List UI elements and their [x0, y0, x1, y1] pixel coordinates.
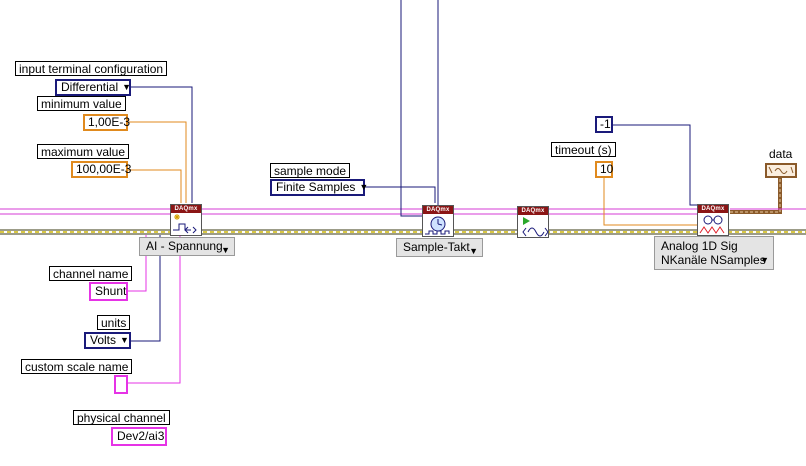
task-wire: [0, 208, 700, 215]
waveform-icon: [768, 166, 794, 174]
dropdown-arrow-icon: ▼: [760, 255, 769, 265]
daqmx-read-vi[interactable]: DAQmx: [697, 204, 729, 236]
read-selector[interactable]: Analog 1D Sig NKanäle NSamples ▼: [654, 236, 774, 270]
timeout-constant[interactable]: 10: [595, 161, 613, 178]
daqmx-header: DAQmx: [518, 207, 548, 215]
sample-mode-constant[interactable]: Finite Samples▼: [270, 179, 369, 196]
terminal-config-label: input terminal configuration: [15, 61, 168, 76]
dropdown-arrow-icon: ▼: [359, 182, 369, 192]
custom-scale-wire: [128, 235, 181, 384]
error-wire: [0, 229, 806, 235]
timing-selector-value: Sample-Takt: [403, 240, 470, 254]
minimum-value-constant[interactable]: 1,00E-3: [83, 114, 130, 131]
dropdown-arrow-icon: ▼: [122, 82, 132, 92]
data-indicator[interactable]: [765, 163, 797, 178]
read-glasses-icon: [699, 215, 725, 234]
data-label: data: [769, 147, 793, 161]
daqmx-timing-vi[interactable]: DAQmx: [422, 205, 454, 237]
timing-selector[interactable]: Sample-Takt▼: [396, 238, 483, 257]
maximum-value-label: maximum value: [37, 144, 130, 159]
create-channel-selector[interactable]: AI - Spannung▼: [139, 237, 235, 256]
terminal-config-value: Differential: [61, 80, 119, 94]
timeout-wire: [603, 178, 697, 226]
channel-name-constant[interactable]: Shunt: [89, 282, 128, 301]
daqmx-create-channel-vi[interactable]: DAQmx: [170, 204, 202, 236]
terminal-config-wire: [131, 86, 193, 203]
daqmx-start-task-vi[interactable]: DAQmx: [517, 206, 549, 238]
custom-scale-name-label: custom scale name: [21, 359, 133, 374]
daqmx-header: DAQmx: [171, 205, 201, 213]
read-selector-line1: Analog 1D Sig: [661, 239, 738, 253]
samples-per-channel-wire: [613, 124, 697, 206]
create-channel-icon: [173, 214, 197, 234]
dropdown-arrow-icon: ▼: [469, 246, 478, 256]
channel-name-label: channel name: [49, 266, 133, 281]
samples-per-channel-constant[interactable]: -1: [595, 116, 613, 133]
min-value-wire: [128, 121, 187, 203]
dropdown-arrow-icon: ▼: [221, 245, 230, 255]
sample-mode-wire: [364, 186, 436, 203]
terminal-config-constant[interactable]: Differential▼: [55, 79, 131, 96]
physical-channel-label: physical channel: [73, 410, 170, 425]
physical-channel-constant[interactable]: Dev2/ai3: [111, 427, 167, 446]
units-wire: [131, 235, 161, 342]
daqmx-header: DAQmx: [423, 206, 453, 214]
start-task-icon: [522, 217, 548, 237]
data-wire: [730, 176, 806, 214]
units-constant[interactable]: Volts▼: [84, 332, 131, 349]
dropdown-arrow-icon: ▼: [120, 335, 129, 345]
minimum-value-label: minimum value: [37, 96, 126, 111]
daqmx-header: DAQmx: [698, 205, 728, 213]
sample-mode-label: sample mode: [270, 163, 351, 178]
read-selector-line2: NKanäle NSamples: [661, 253, 766, 267]
units-label: units: [97, 315, 131, 330]
rate-wire: [400, 0, 422, 217]
sample-mode-value: Finite Samples: [276, 180, 356, 194]
units-value: Volts: [90, 333, 117, 347]
maximum-value-constant[interactable]: 100,00E-3: [71, 161, 131, 178]
create-channel-selector-value: AI - Spannung: [146, 239, 223, 253]
custom-scale-name-constant[interactable]: [114, 375, 128, 394]
timeout-label: timeout (s): [551, 142, 616, 157]
clock-icon: [425, 216, 450, 235]
max-value-wire: [128, 169, 182, 203]
